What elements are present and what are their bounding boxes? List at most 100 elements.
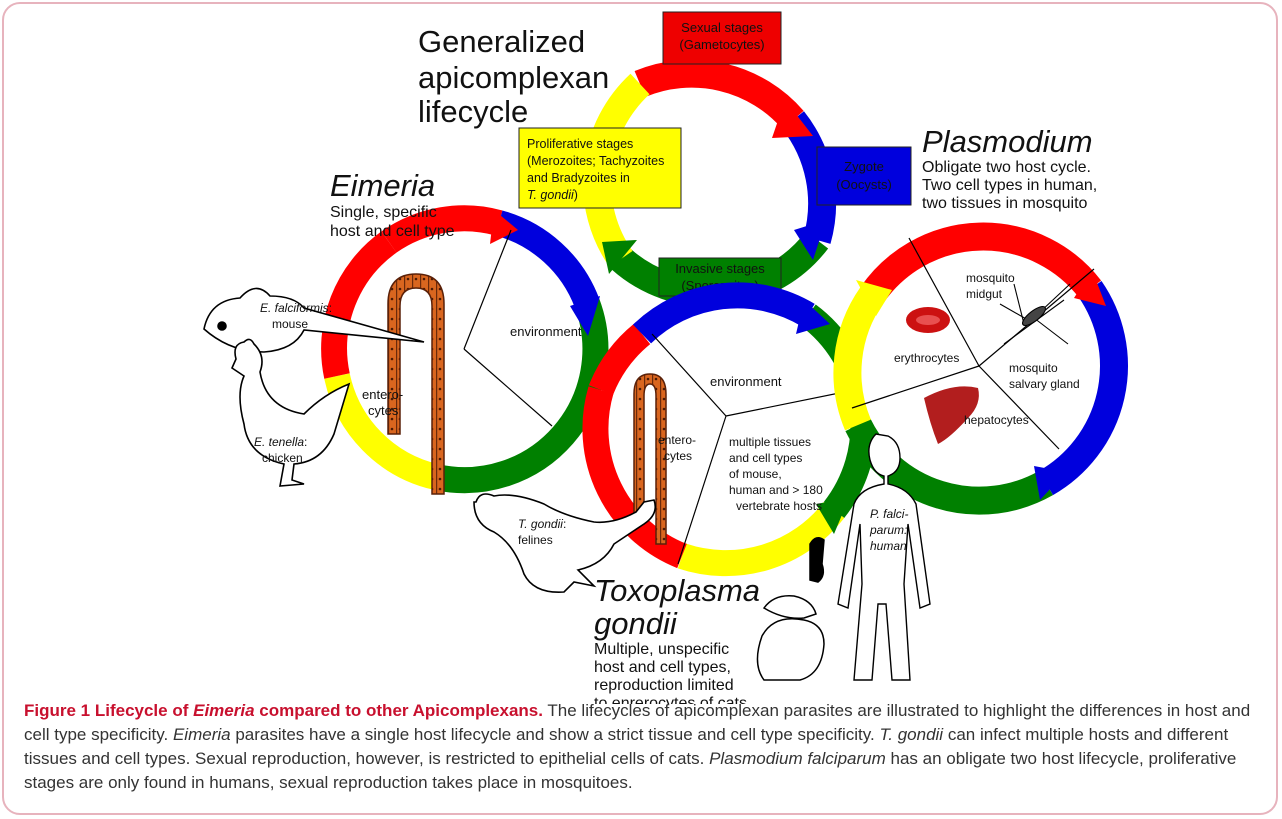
toxo-title-1: Toxoplasma [594,573,760,608]
caption-em-1: Eimeria [172,725,231,744]
gen-title-2: apicomplexan [418,60,609,95]
eimeria-title: Eimeria [330,168,435,203]
toxo-title-2: gondii [594,606,678,641]
toxo-intestine-icon [633,373,667,545]
plasmodium-divider-1 [908,237,980,367]
plasmodium-arc-red [860,222,1102,304]
plasmodium-arc-yellow [833,286,884,431]
toxo-tissues-2: and cell types [729,451,802,465]
figure-caption: Figure 1 Lifecycle of Eimeria compared t… [24,699,1264,795]
oocysts-label: (Oocysts) [836,177,892,192]
mouse-label: mouse [272,317,308,331]
eimeria-arc-red-top [381,205,503,253]
caption-head-em: Eimeria [193,701,255,720]
plasmodium-title: Plasmodium [922,124,1093,159]
tgondii-close: ) [574,188,578,202]
eimeria-intestine-icon [387,273,445,495]
toxo-tissues-5: vertebrate hosts [736,499,822,513]
tgondii-term: T. gondii [527,188,575,202]
bradyzoites-label: and Bradyzoites in [527,171,630,185]
eimeria-desc-1: Single, specific [330,204,437,221]
midgut-label-1: mosquito [966,271,1015,285]
toxo-arc-blue [632,282,815,344]
sexual-stages-box [662,11,782,65]
plasmodium-arc-blue [1038,281,1128,496]
plasmodium-arrow-yellow [856,280,892,316]
plasmodium-desc-1: Obligate two host cycle. [922,159,1091,176]
gen-arrow-green [602,240,637,274]
caption-em-3: Plasmodium falciparum [709,749,886,768]
lifecycle-diagram: Sexual stages (Gametocytes) Zygote (Oocy… [203,11,1128,704]
eimeria-divider-2 [463,348,553,427]
toxo-arc-red-top [588,323,651,396]
p-falciparum-label-1: P. falci- [870,507,908,521]
toxo-arrow-green [816,498,849,534]
t-gondii-term: T. gondii [518,517,563,531]
e-falciformis-label: E. falciformis: [260,301,332,315]
eimeria-enterocytes-label-2: cytes [368,403,399,418]
gen-title-3: lifecycle [418,94,528,129]
toxo-divider-1 [651,333,727,417]
eimeria-arrow-blue [570,296,600,336]
midgut-label-2: midgut [966,287,1003,301]
eimeria-cycle: environment entero- cytes Eimeria Single… [203,168,609,495]
zygote-label: Zygote [844,159,884,174]
salivary-label-2: salvary gland [1009,377,1080,391]
e-tenella-label: E. tenella: [254,435,307,449]
eimeria-divider-1 [463,229,512,350]
toxo-tissues-3: of mouse, [729,467,782,481]
gen-arrow-red [772,100,813,138]
eimeria-enterocytes-label-1: entero- [362,387,403,402]
small-hosts-icon [756,537,825,681]
t-gondii-label: T. gondii: [518,517,566,531]
eimeria-arc-green [433,298,609,494]
e-tenella-term: E. tenella [254,435,304,449]
liver-icon [924,386,979,444]
invasive-stages-label: Invasive stages [675,261,765,276]
felines-label: felines [518,533,553,547]
generalized-cycle: Sexual stages (Gametocytes) Zygote (Oocy… [418,11,912,308]
toxo-arrow-blue [796,300,830,334]
chicken-icon [230,338,351,487]
gen-arc-red [634,59,804,130]
plasmodium-arrow-red [1074,270,1106,306]
plasmodium-divider-4 [978,365,1060,450]
plasmodium-divider-3 [851,365,980,409]
erythrocyte-highlight [916,315,940,325]
toxo-enterocytes-label-1: entero- [658,433,696,447]
merozoites-label: (Merozoites; Tachyzoites [527,154,664,168]
zygote-box [816,146,912,206]
caption-head-b: compared to other Apicomplexans. [254,701,543,720]
eimeria-arc-red [321,231,397,379]
p-falciparum-label-2: parum: [869,523,907,537]
toxo-tissues-1: multiple tissues [729,435,811,449]
plasmodium-desc-2: Two cell types in human, [922,177,1097,194]
toxo-enterocytes-label-2: cytes [664,449,692,463]
toxo-desc-2: host and cell types, [594,659,731,676]
toxo-divider-3 [677,415,727,565]
hepatocytes-label: hepatocytes [964,413,1029,427]
sexual-stages-label: Sexual stages [681,20,763,35]
toxo-environment-label: environment [710,374,782,389]
proliferative-label: Proliferative stages [527,137,633,151]
toxoplasma-cycle: environment entero- cytes multiple tissu… [473,282,877,704]
toxo-tissues-4: human and > 180 [729,483,823,497]
mosquito-icon [999,283,1071,345]
gen-arrow-blue [794,220,826,260]
salivary-label-1: mosquito [1009,361,1058,375]
gametocytes-label: (Gametocytes) [679,37,764,52]
erythrocytes-label: erythrocytes [894,351,959,365]
toxo-desc-1: Multiple, unspecific [594,641,729,658]
plasmodium-desc-3: two tissues in mosquito [922,195,1088,212]
caption-text-4: has an obligate two host lifecycle, prol… [24,749,1237,792]
caption-heading: Figure 1 Lifecycle of Eimeria compared t… [24,701,543,720]
caption-head-a: Figure 1 Lifecycle of [24,701,194,720]
proliferative-stages-box [518,127,682,209]
p-falciparum-label-3: human [870,539,907,553]
caption-em-2: T. gondii [879,725,944,744]
e-falciformis-term: E. falciformis [260,301,329,315]
eimeria-environment-label: environment [510,324,582,339]
gen-title-1: Generalized [418,24,585,59]
plasmodium-cycle: mosquito midgut mosquito salvary gland e… [833,124,1128,681]
